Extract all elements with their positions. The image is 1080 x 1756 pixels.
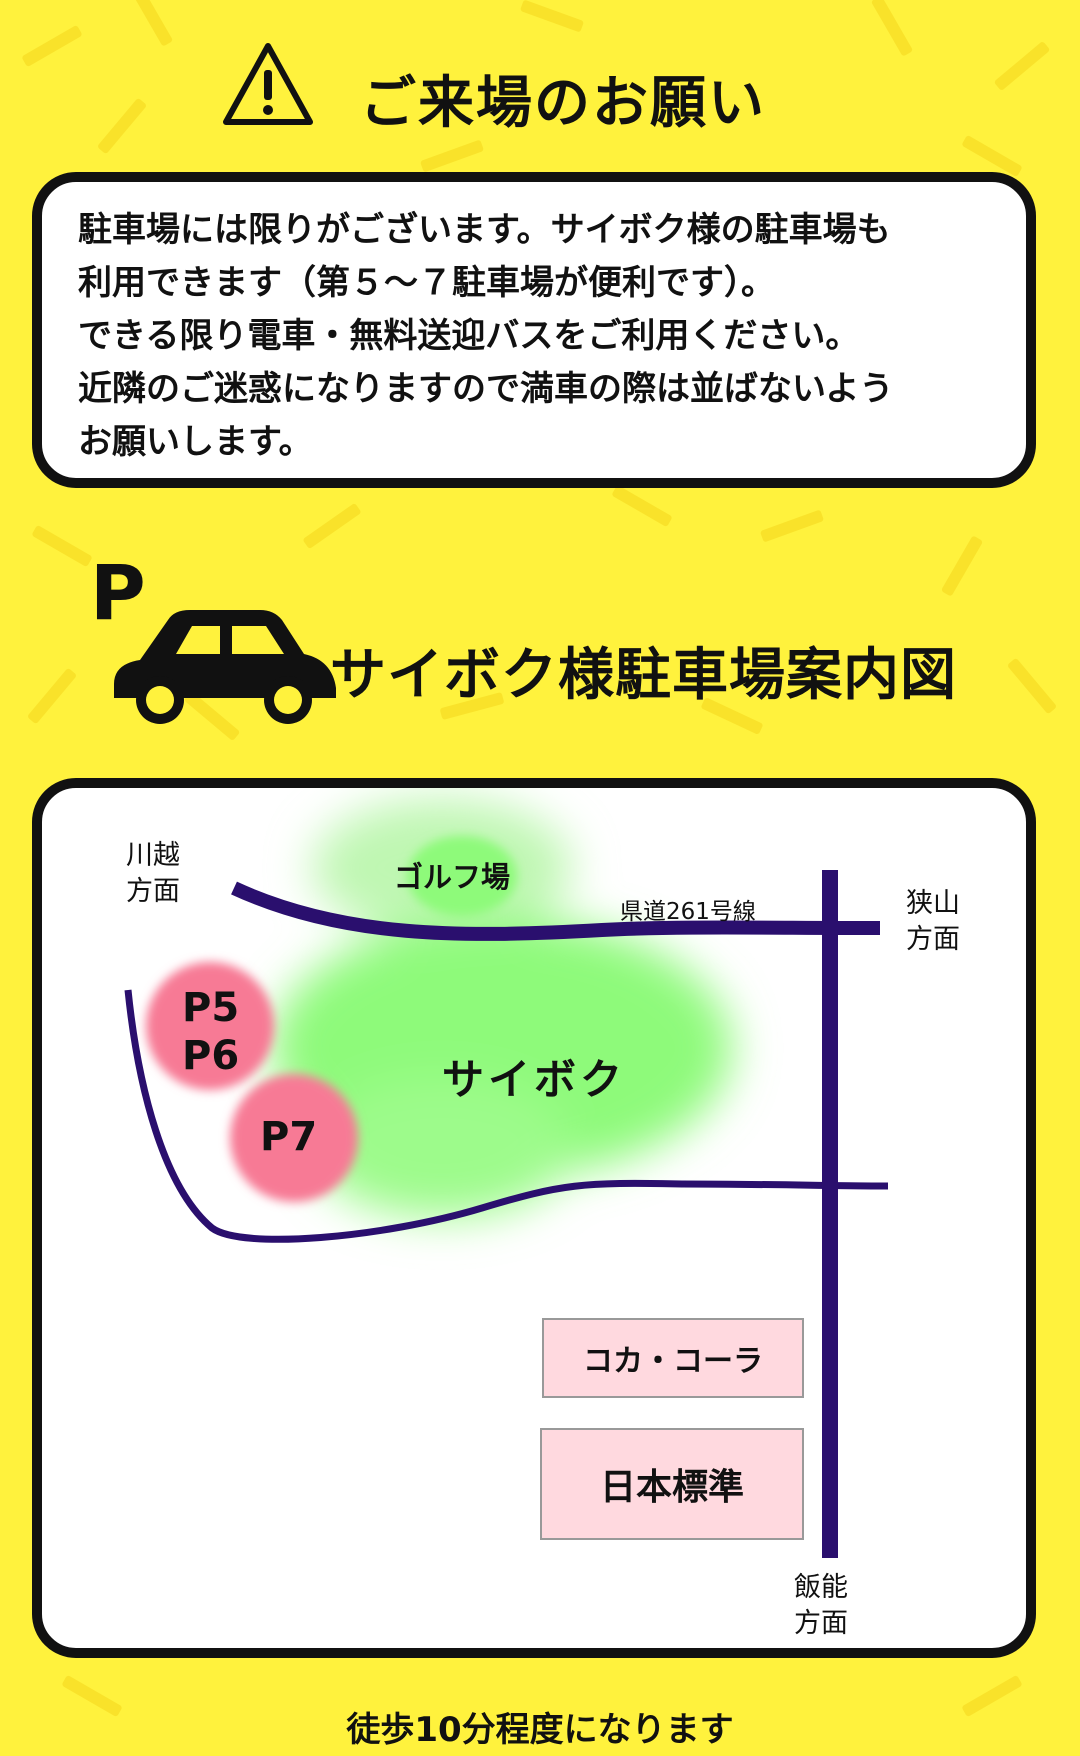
- kawagoe-label: 川越 方面: [126, 838, 180, 910]
- warning-icon: [223, 43, 313, 125]
- route-label: 県道261号線: [620, 899, 756, 925]
- header: ご来場のお願い: [0, 30, 1080, 140]
- confetti: [519, 0, 585, 33]
- parking-map: 川越 方面 狭山 方面 飯能 方面 ゴルフ場 県道261号線 サイボク P5 P…: [32, 778, 1036, 1658]
- parking-letter: P: [90, 548, 146, 637]
- curved-road: [124, 989, 889, 1243]
- p7-label: P7: [260, 1114, 318, 1160]
- confetti: [611, 484, 673, 528]
- car-icon: [114, 610, 336, 724]
- notice-line: できる限り電車・無料送迎バスをご利用ください。: [78, 316, 860, 356]
- direction-text: 川越: [126, 840, 180, 871]
- cocacola-box: コカ・コーラ: [542, 1318, 804, 1398]
- direction-text: 狭山: [906, 888, 960, 919]
- parking-title: サイボク様駐車場案内図: [330, 643, 957, 708]
- notice-line: 近隣のご迷惑になりますので満車の際は並ばないよう: [78, 369, 894, 409]
- parking-name: P5: [182, 985, 240, 1031]
- direction-text: 方面: [126, 876, 180, 907]
- saiboku-label: サイボク: [442, 1055, 627, 1104]
- notice-line: お願いします。: [78, 422, 313, 462]
- walk-time-note: 徒歩10分程度になります: [346, 1710, 734, 1750]
- direction-text: 飯能: [794, 1572, 848, 1603]
- hanno-label: 飯能 方面: [794, 1570, 848, 1642]
- confetti: [759, 509, 825, 543]
- notice-line: 利用できます（第５～７駐車場が便利です）。: [78, 263, 775, 303]
- route-261-road: [231, 881, 881, 941]
- parking-p5-p6-area: [146, 962, 274, 1090]
- golf-area: [407, 836, 517, 916]
- nihon-hyojun-box: 日本標準: [540, 1428, 804, 1540]
- page-title: ご来場のお願い: [360, 71, 766, 136]
- golf-label: ゴルフ場: [394, 860, 511, 894]
- notice-line: 駐車場には限りがございます。サイボク様の駐車場も: [78, 210, 891, 250]
- sayama-label: 狭山 方面: [906, 886, 960, 958]
- confetti: [961, 134, 1023, 178]
- p5-p6-label: P5 P6: [182, 984, 239, 1080]
- direction-text: 方面: [906, 924, 960, 955]
- parking-p7-area: [230, 1074, 358, 1202]
- confetti: [302, 502, 362, 550]
- confetti: [419, 139, 485, 173]
- notice-box: 駐車場には限りがございます。サイボク様の駐車場も 利用できます（第５～７駐車場が…: [32, 172, 1036, 488]
- parking-heading: P サイボク様駐車場案内図: [0, 548, 1080, 724]
- parking-name: P6: [182, 1033, 240, 1079]
- direction-text: 方面: [794, 1608, 848, 1639]
- map-drawing: [124, 798, 889, 1558]
